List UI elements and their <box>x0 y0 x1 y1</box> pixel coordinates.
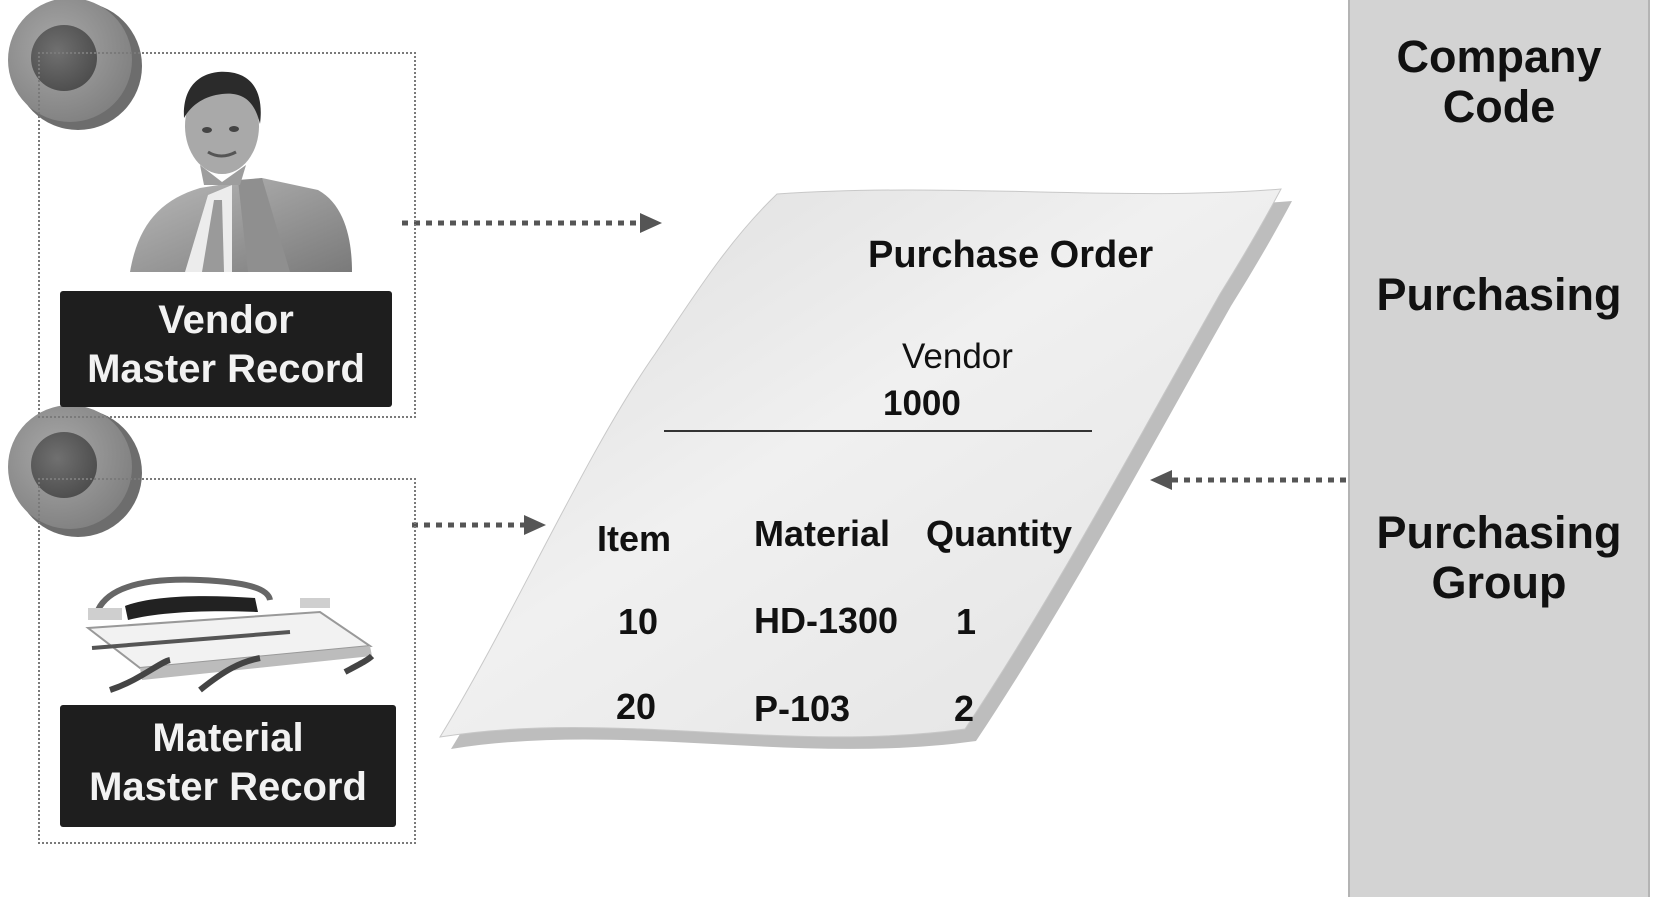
po-row-2-item: 20 <box>616 686 657 727</box>
purchasing-label: Purchasing <box>1376 269 1622 320</box>
purchasing-group-label: Purchasing Group <box>1376 507 1622 608</box>
po-column-quantity: Quantity <box>926 513 1073 554</box>
businessman-photo <box>130 71 352 272</box>
bed-photo <box>85 576 375 693</box>
po-column-material: Material <box>754 513 891 554</box>
po-row-2-quantity: 2 <box>954 688 975 729</box>
po-column-item: Item <box>597 518 672 559</box>
vendor-to-po-arrow <box>402 213 662 233</box>
po-title: Purchase Order <box>868 234 1154 276</box>
purchase-order-document <box>439 188 1292 749</box>
po-row-2-material: P-103 <box>754 688 851 729</box>
po-vendor-label: Vendor <box>902 337 1013 376</box>
org-to-po-arrow <box>1150 470 1346 490</box>
po-vendor-number: 1000 <box>883 384 961 423</box>
material-master-record-label: Material Master Record <box>60 705 396 827</box>
po-row-1-material: HD-1300 <box>754 600 899 641</box>
org-levels-panel: Company Code Purchasing Purchasing Group <box>1348 0 1650 897</box>
vendor-bullet-icon <box>8 0 142 130</box>
company-code-label: Company Code <box>1396 31 1602 132</box>
material-master-record-box <box>38 478 416 844</box>
po-row-1-quantity: 1 <box>956 601 977 642</box>
po-row-1-item: 10 <box>618 601 659 642</box>
vendor-master-record-box <box>38 52 416 418</box>
vendor-master-record-label: Vendor Master Record <box>60 291 392 407</box>
material-to-po-arrow <box>412 515 546 535</box>
